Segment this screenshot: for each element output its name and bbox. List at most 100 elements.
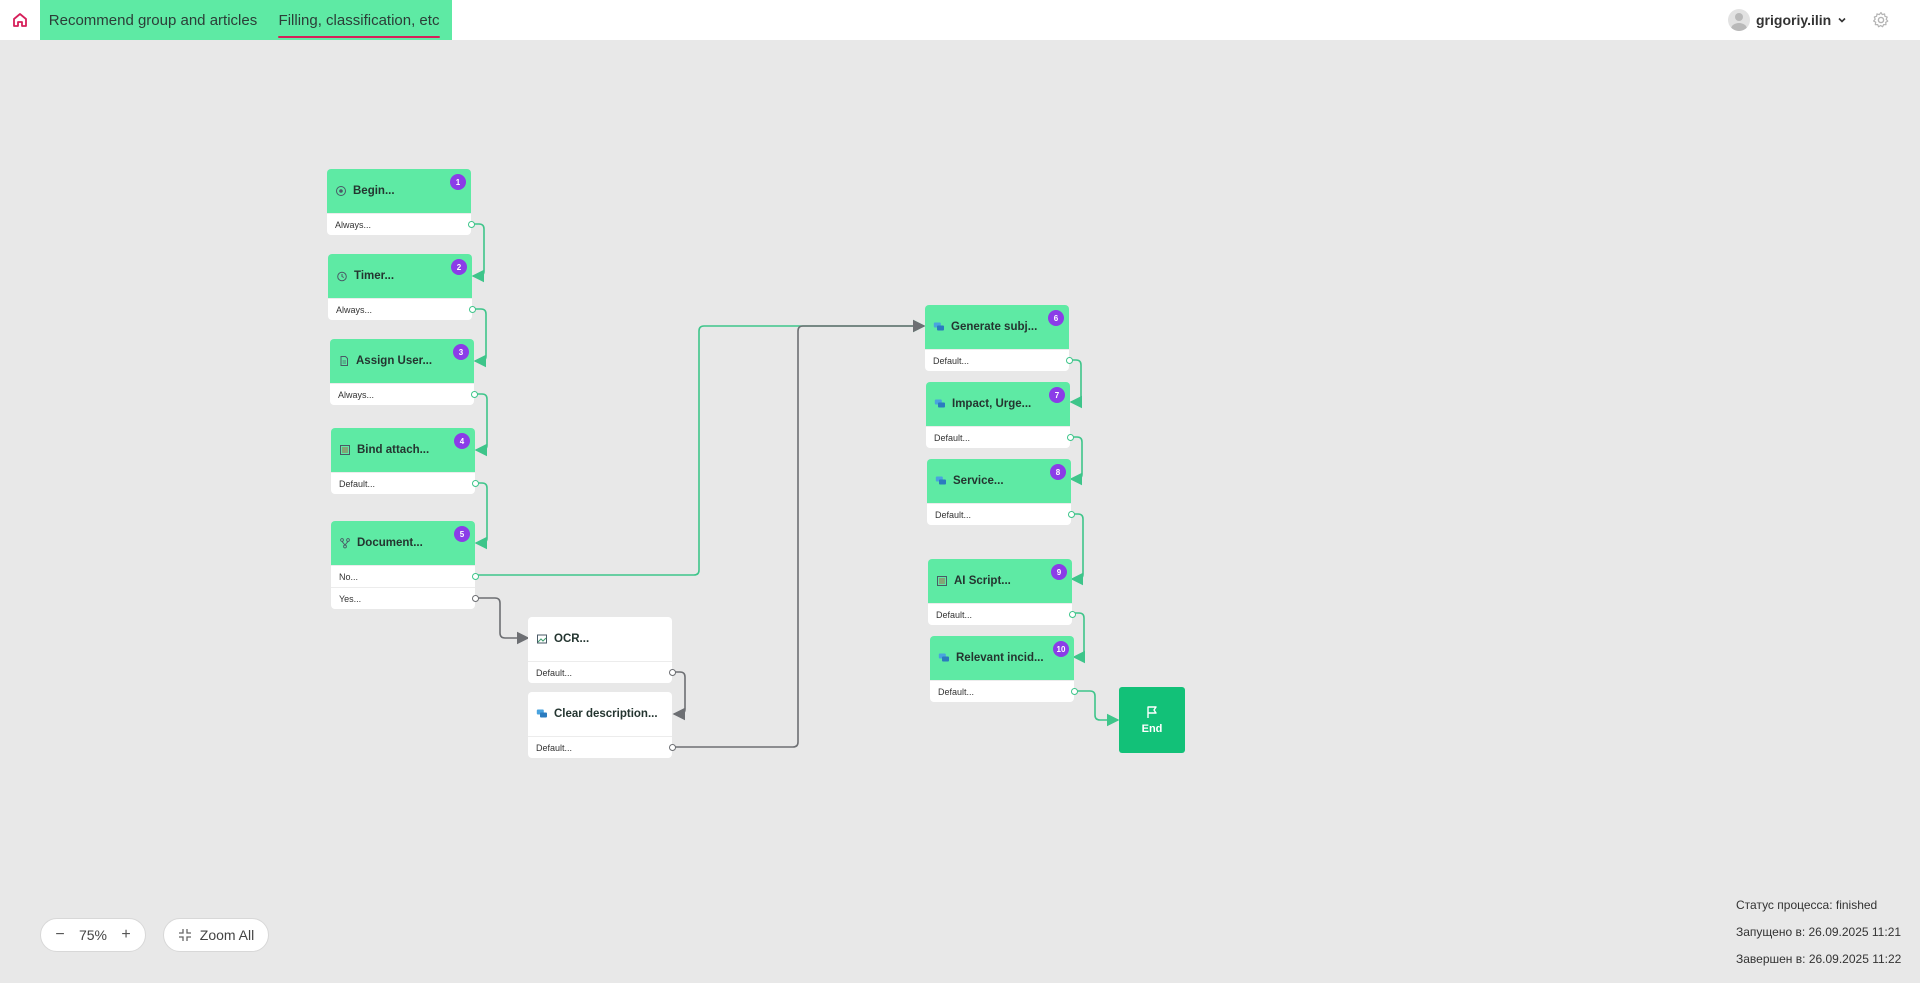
node-output[interactable]: Default...: [926, 426, 1074, 448]
zoom-control: − 75% +: [40, 918, 146, 952]
output-label: Default...: [933, 355, 970, 366]
output-label: Always...: [335, 219, 372, 230]
flow-node-service[interactable]: Service... 8 Default...: [927, 459, 1075, 525]
home-icon[interactable]: [10, 10, 30, 30]
node-output[interactable]: Default...: [331, 472, 479, 494]
tab-label: Filling, classification, etc: [278, 11, 440, 29]
flow-node-impact-urgency[interactable]: Impact, Urge...7 Default...: [926, 382, 1074, 448]
flow-node-clear-description[interactable]: Clear description... Default...: [528, 692, 676, 758]
edge-9-10: [1072, 612, 1086, 664]
edge-ocr-clear: [672, 671, 686, 721]
edge-8-9: [1070, 513, 1084, 586]
node-title: Clear description...: [554, 708, 658, 720]
output-port[interactable]: [669, 744, 676, 751]
avatar: [1728, 9, 1750, 31]
end-label: End: [1141, 723, 1163, 735]
flow-node-assign-user[interactable]: Assign User...3 Always...: [330, 339, 478, 405]
output-port[interactable]: [472, 595, 479, 602]
node-output[interactable]: Default...: [528, 661, 676, 683]
flag-icon: [1147, 706, 1157, 718]
node-title: OCR...: [554, 633, 590, 645]
flow-node-generate-subject[interactable]: Generate subj...6 Default...: [925, 305, 1073, 371]
output-port[interactable]: [472, 573, 479, 580]
top-bar: Recommend group and articles Filling, cl…: [0, 0, 1920, 40]
flow-node-ai-script[interactable]: AI Script...9 Default...: [928, 559, 1076, 625]
node-output-yes[interactable]: Yes...: [331, 587, 479, 609]
gear-icon[interactable]: [1872, 11, 1890, 29]
output-label: Default...: [934, 432, 971, 443]
output-port[interactable]: [1067, 434, 1074, 441]
edge-clear-6: [674, 319, 926, 748]
chat-icon: [938, 652, 950, 664]
node-title: Generate subj...: [951, 321, 1038, 333]
node-output[interactable]: Always...: [330, 383, 478, 405]
process-status: Статус процесса: finished: [1736, 898, 1878, 912]
node-title: Timer...: [354, 270, 395, 282]
output-port[interactable]: [1071, 688, 1078, 695]
node-title: Relevant incid...: [956, 652, 1044, 664]
output-label: Always...: [336, 304, 373, 315]
output-port[interactable]: [468, 221, 475, 228]
edge-7-8: [1069, 436, 1083, 486]
node-output[interactable]: Default...: [930, 680, 1078, 702]
chat-icon: [935, 475, 947, 487]
output-label: Default...: [536, 742, 573, 753]
node-output[interactable]: Default...: [927, 503, 1075, 525]
process-status-panel: Статус процесса: finished Запущено в: 26…: [1736, 892, 1901, 973]
edge-4-5: [474, 482, 488, 550]
zoom-in-button[interactable]: +: [121, 926, 131, 943]
node-title: Service...: [953, 475, 1004, 487]
flow-node-ocr[interactable]: OCR... Default...: [528, 617, 676, 683]
image-scan-icon: [536, 633, 548, 645]
output-label: Default...: [536, 667, 573, 678]
list-icon: [339, 444, 351, 456]
tab-recommend-group[interactable]: Recommend group and articles: [40, 0, 266, 40]
flow-node-relevant-incidents[interactable]: Relevant incid... 10 Default...: [930, 636, 1078, 702]
zoom-out-button[interactable]: −: [55, 926, 65, 943]
flow-canvas[interactable]: Begin...1 Always... Timer...2 Always... …: [0, 40, 1920, 983]
node-number-badge: 10: [1053, 641, 1069, 657]
node-output[interactable]: Default...: [528, 736, 676, 758]
node-number-badge: 1: [450, 174, 466, 190]
output-port[interactable]: [1069, 611, 1076, 618]
output-label: Default...: [935, 509, 972, 520]
node-title: Begin...: [353, 185, 395, 197]
document-icon: [338, 355, 350, 367]
flow-node-document[interactable]: Document...5 No... Yes...: [331, 521, 479, 609]
output-port[interactable]: [1066, 357, 1073, 364]
edge-5-no-6: [476, 319, 926, 576]
node-output-no[interactable]: No...: [331, 565, 479, 587]
output-label: No...: [339, 571, 359, 582]
branch-icon: [339, 537, 351, 549]
chat-icon: [933, 321, 945, 333]
output-port[interactable]: [472, 480, 479, 487]
output-port[interactable]: [1068, 511, 1075, 518]
flow-node-bind-attach[interactable]: Bind attach... 4 Default...: [331, 428, 479, 494]
flow-node-timer[interactable]: Timer...2 Always...: [328, 254, 476, 320]
node-output[interactable]: Always...: [328, 298, 476, 320]
edge-3-4: [474, 393, 488, 457]
chat-icon: [934, 398, 946, 410]
fit-screen-icon: [178, 929, 191, 941]
zoom-all-button[interactable]: Zoom All: [163, 918, 269, 952]
node-number-badge: 4: [454, 433, 470, 449]
output-port[interactable]: [471, 391, 478, 398]
output-port[interactable]: [669, 669, 676, 676]
node-output[interactable]: Default...: [928, 603, 1076, 625]
node-title: Impact, Urge...: [952, 398, 1032, 410]
node-output[interactable]: Default...: [925, 349, 1073, 371]
user-menu[interactable]: grigoriy.ilin: [1728, 8, 1847, 32]
node-number-badge: 8: [1050, 464, 1066, 480]
node-number-badge: 5: [454, 526, 470, 542]
node-number-badge: 3: [453, 344, 469, 360]
play-circle-icon: [335, 185, 347, 197]
tab-filling-classification[interactable]: Filling, classification, etc: [266, 0, 452, 40]
node-output[interactable]: Always...: [327, 213, 475, 235]
node-title: Bind attach...: [357, 444, 430, 456]
output-port[interactable]: [469, 306, 476, 313]
flow-node-begin[interactable]: Begin... 1 Always...: [327, 169, 475, 235]
flow-node-end[interactable]: End: [1119, 687, 1185, 753]
node-title: AI Script...: [954, 575, 1011, 587]
output-label: Yes...: [339, 593, 362, 604]
output-label: Default...: [936, 609, 973, 620]
